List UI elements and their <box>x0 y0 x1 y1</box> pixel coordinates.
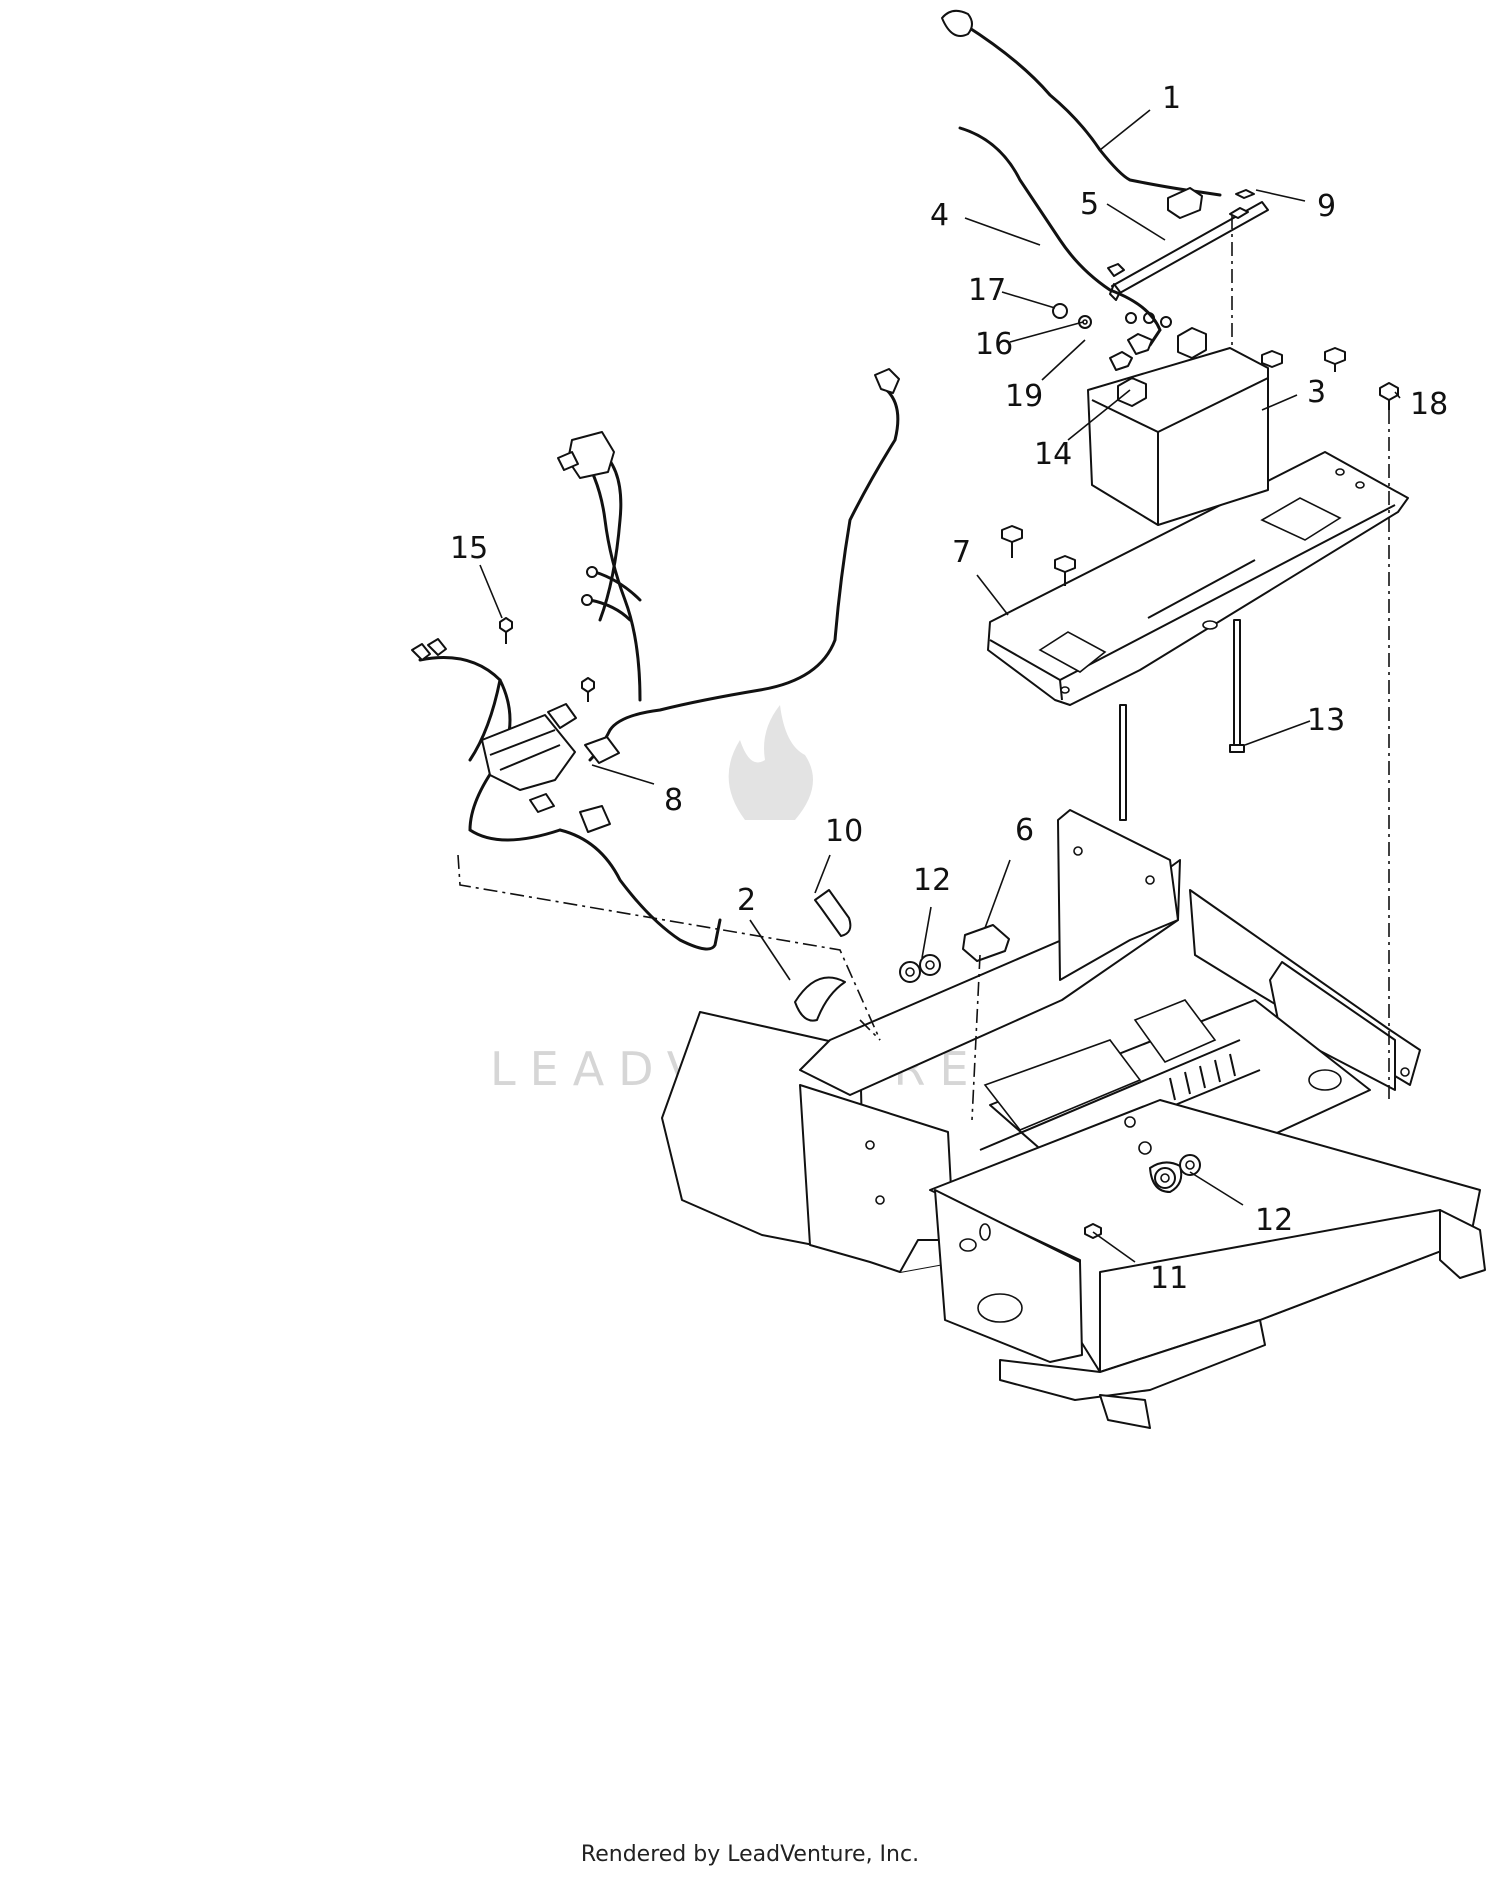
callout-2: 2 <box>737 883 756 918</box>
callout-4: 4 <box>930 198 949 233</box>
callout-8: 8 <box>664 783 683 818</box>
callout-12-lower: 12 <box>1255 1203 1293 1238</box>
battery-tray <box>987 451 1409 706</box>
callout-12-upper: 12 <box>913 863 951 898</box>
terminal-hardware <box>1052 303 1172 329</box>
hold-down-rods <box>1119 619 1245 821</box>
alignment-lines <box>457 215 1390 1121</box>
callouts: 1 2 3 4 5 6 7 8 9 10 11 12 12 13 14 15 1… <box>450 81 1448 1296</box>
callout-18: 18 <box>1410 387 1448 422</box>
callout-9: 9 <box>1317 189 1336 224</box>
callout-6: 6 <box>1015 813 1034 848</box>
small-parts <box>794 382 1399 1239</box>
callout-16: 16 <box>975 327 1013 362</box>
callout-3: 3 <box>1307 375 1326 410</box>
callout-14: 14 <box>1034 437 1072 472</box>
callout-5: 5 <box>1080 187 1099 222</box>
callout-1: 1 <box>1162 81 1181 116</box>
callout-11: 11 <box>1150 1261 1188 1296</box>
callout-15: 15 <box>450 531 488 566</box>
callout-7: 7 <box>952 535 971 570</box>
footer-credit: Rendered by LeadVenture, Inc. <box>580 1842 920 1867</box>
callout-13: 13 <box>1307 703 1345 738</box>
callout-10: 10 <box>825 814 863 849</box>
callout-17: 17 <box>968 273 1006 308</box>
leader-lines <box>479 109 1401 1263</box>
battery <box>1087 327 1346 526</box>
callout-19: 19 <box>1005 379 1043 414</box>
wire-harness <box>411 368 900 951</box>
frame-chassis <box>661 809 1486 1429</box>
